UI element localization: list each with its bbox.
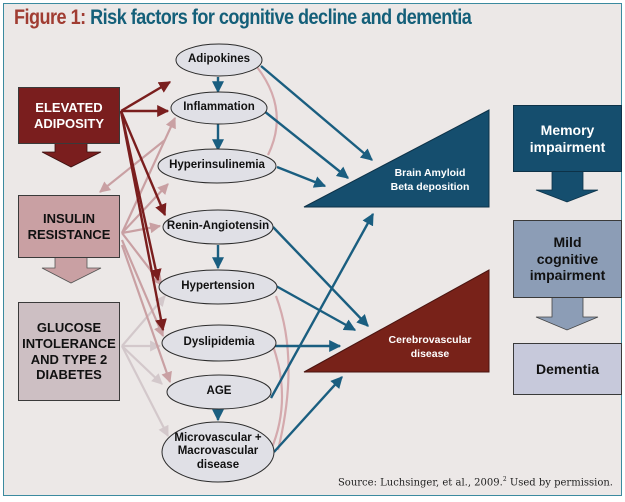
box-line: ADIPOSITY <box>33 115 105 131</box>
label-hyperinsulinemia: Hyperinsulinemia <box>169 159 265 172</box>
box-line: Dementia <box>535 360 600 377</box>
box-line: RESISTANCE <box>27 226 111 242</box>
mci-down-arrow <box>535 295 599 331</box>
box-line: INSULIN <box>42 210 95 226</box>
source-text: Source: Luchsinger, et al., 2009. <box>337 477 503 489</box>
box-line: AND TYPE 2 <box>30 351 108 367</box>
box-line: cognitive <box>536 250 599 267</box>
arrow-adipokines-to-amyloid <box>260 65 373 161</box>
label-renin-angiotensin: Renin-Angiotensin <box>166 220 270 233</box>
label-dyslipidemia: Dyslipidemia <box>183 336 255 349</box>
arrow-glucose-to-microvascular <box>121 345 169 437</box>
cerebrovascular-triangle <box>303 269 490 373</box>
ellipse-adipokines <box>175 43 263 77</box>
box-line: DIABETES <box>36 367 102 383</box>
arrow-hyperinsulinemia-to-amyloid <box>276 165 327 188</box>
memory-impairment-box: Memory impairment <box>513 105 622 172</box>
arrow-insulin-to-renin <box>121 222 162 235</box>
ellipse-dyslipidemia <box>161 324 277 362</box>
adiposity-arrows <box>119 80 172 332</box>
source-suffix: Used by permission. <box>506 477 613 489</box>
arrow-inflammation-to-amyloid <box>263 110 349 179</box>
ellipse-inflammation <box>170 91 268 125</box>
label-cerebrovascular: Cerebrovascular disease <box>380 333 480 361</box>
ellipse-age <box>166 374 272 410</box>
arrow-insulin-to-age <box>120 244 172 384</box>
figure-label: Figure 1: <box>14 6 86 29</box>
adiposity-down-arrow <box>41 139 102 168</box>
arrow-renin-to-cerebrovascular <box>272 226 369 327</box>
box-line: GLUCOSE <box>36 320 102 336</box>
label-line: Macrovascular <box>177 445 259 458</box>
mild-cognitive-impairment-box: Mild cognitive impairment <box>513 220 622 298</box>
box-line: impairment <box>529 267 606 284</box>
label-age: AGE <box>206 385 232 398</box>
label-adipokines: Adipokines <box>188 53 250 66</box>
source-ref: 2 <box>502 476 507 483</box>
label-line: Cerebrovascular <box>388 334 472 346</box>
label-line: disease <box>196 458 240 471</box>
label-inflammation: Inflammation <box>183 101 255 114</box>
source-citation: Source: Luchsinger, et al., 2009.2 Used … <box>338 476 613 488</box>
label-line: Beta deposition <box>390 181 470 194</box>
arrow-adiposity-to-dyslipidemia <box>119 110 167 332</box>
figure-title-text: Risk factors for cognitive decline and d… <box>90 6 472 29</box>
figure-title: Figure 1: Risk factors for cognitive dec… <box>14 6 472 30</box>
arrow-adiposity-to-renin <box>119 110 167 217</box>
dementia-box: Dementia <box>513 343 622 395</box>
arrow-hypertension-to-cerebrovascular <box>275 284 357 332</box>
arrow-age-to-amyloid <box>269 212 375 399</box>
label-micro-macrovascular: Microvascular + Macrovascular disease <box>162 426 274 478</box>
box-line: INTOLERANCE <box>22 335 116 351</box>
elevated-adiposity-box: ELEVATED ADIPOSITY <box>18 87 120 144</box>
curve-dyslipidemia-microvascular <box>269 345 284 451</box>
label-line: Microvascular + <box>174 431 262 444</box>
arrow-adiposity-to-adipokines <box>120 80 172 113</box>
curve-adipokines-hyperinsulinemia <box>256 66 278 156</box>
ellipse-micro-macrovascular <box>161 421 275 483</box>
mediator-ellipses <box>157 43 278 483</box>
glucose-intolerance-box: GLUCOSE INTOLERANCE AND TYPE 2 DIABETES <box>18 302 120 401</box>
box-line: Mild <box>553 233 582 250</box>
label-brain-amyloid: Brain Amyloid Beta deposition <box>380 166 480 194</box>
arrow-microvascular-to-cerebrovascular <box>273 376 343 453</box>
ellipse-renin-angiotensin <box>162 209 274 245</box>
label-line: Brain Amyloid <box>394 167 466 179</box>
label-line: disease <box>410 348 450 361</box>
label-hypertension: Hypertension <box>181 280 255 293</box>
box-line: impairment <box>529 138 606 155</box>
insulin-down-arrow <box>41 254 102 284</box>
pathology-arrows <box>260 65 375 453</box>
arrow-insulin-to-hyperinsulinemia <box>121 183 169 234</box>
ellipse-hypertension <box>158 269 278 305</box>
box-line: ELEVATED <box>35 99 103 115</box>
ellipse-hyperinsulinemia <box>157 148 277 184</box>
memory-down-arrow <box>535 169 599 203</box>
arrow-glucose-to-age <box>121 345 163 385</box>
box-line: Memory <box>540 121 595 138</box>
brain-amyloid-triangle <box>303 109 490 208</box>
insulin-resistance-box: INSULIN RESISTANCE <box>18 195 120 258</box>
